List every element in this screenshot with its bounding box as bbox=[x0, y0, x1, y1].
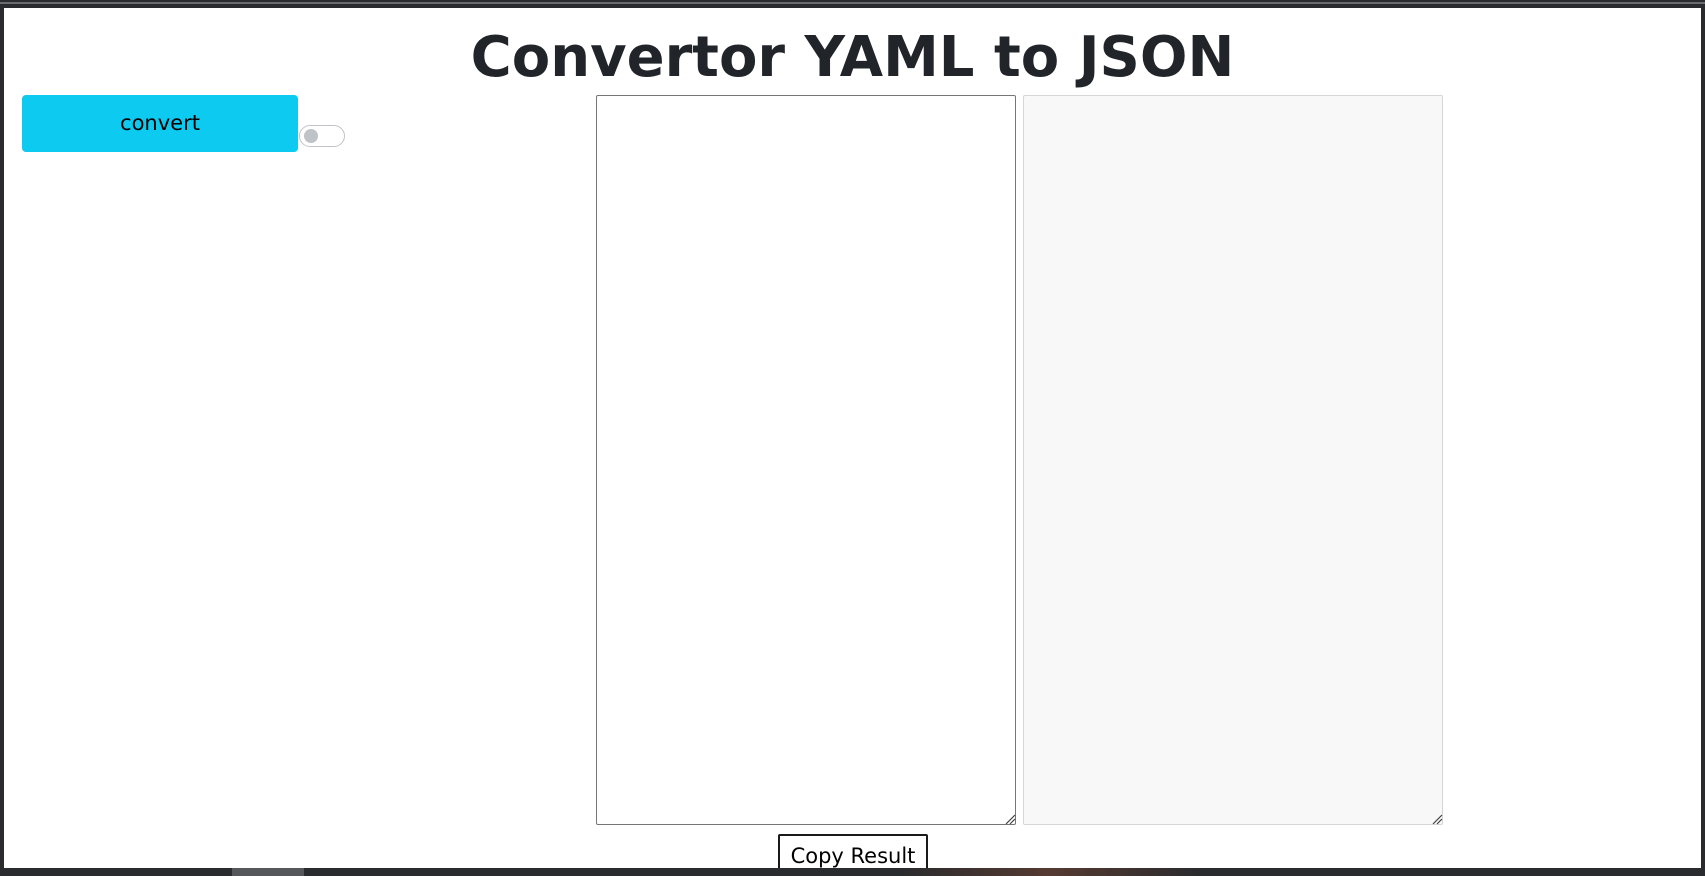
json-output[interactable] bbox=[1023, 95, 1443, 825]
app-viewport: Convertor YAML to JSON convert Copy Resu… bbox=[4, 8, 1701, 868]
convert-button[interactable]: convert bbox=[22, 95, 298, 152]
page-title: Convertor YAML to JSON bbox=[470, 25, 1235, 90]
taskbar-strip bbox=[0, 868, 1705, 876]
yaml-input[interactable] bbox=[596, 95, 1016, 825]
window-top-border bbox=[0, 0, 1705, 8]
copy-result-button[interactable]: Copy Result bbox=[778, 834, 928, 868]
taskbar-active-tab[interactable] bbox=[232, 868, 304, 876]
toggle-knob bbox=[304, 129, 318, 143]
window-top-highlight bbox=[0, 2, 1705, 4]
mode-toggle-switch[interactable] bbox=[299, 125, 345, 147]
taskbar-glow bbox=[900, 868, 1200, 876]
